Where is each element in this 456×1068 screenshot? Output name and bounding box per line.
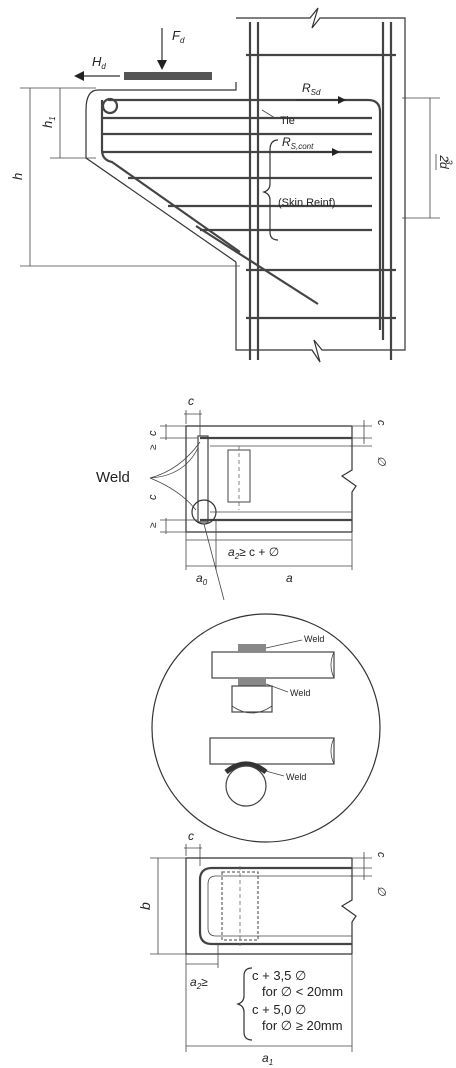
plan-outline [185,425,352,533]
label-phi: ∅ [375,886,387,896]
label-a0: a0 [196,571,208,587]
weld-pointer [261,769,285,777]
force-hd-arrowhead [74,71,84,81]
label-2d: 2d [437,154,451,169]
detail-label-weld: Weld [304,634,324,644]
condition-brace [236,967,253,1041]
loop-bar-inner [207,875,352,937]
label-weld: Weld [96,469,130,486]
column-outline [235,7,406,363]
plan-detail-loop: c c ∅ b a2≥ c + 3,5 ∅ for ∅ < 20mm c + 5… [137,829,387,1067]
weld-bead-top [238,644,266,652]
label-3: 3 [444,159,454,164]
weld-pointer [149,477,197,511]
weld-pointer [149,447,199,479]
label-tie: Tie [280,115,295,127]
label-a2: a2≥ [190,975,208,991]
plan-detail-welded: c c ≥ c ≥ c ∅ Weld a2≥ c + ∅ a0 a Weld W… [96,394,387,843]
bar-cross-section [225,765,267,807]
weld-pointer [265,683,289,693]
label-c-right: c [375,852,387,858]
plan-outline [185,857,352,955]
label-h: h [10,173,25,180]
label-a: a [286,571,293,585]
label-c-right: c [375,420,387,426]
loop-bar-outer [198,866,352,946]
stirrup-leg [100,100,241,253]
weld-pointer [265,639,303,649]
label-a1: a1 [262,1051,273,1067]
detail-bar-vertical [231,685,273,713]
main-tie-bar [108,98,382,330]
label-ge: ≥ [148,444,159,450]
label-h1: h1 [40,116,57,128]
force-fd-arrowhead [157,60,167,70]
tie-pointer [261,109,276,119]
label-a2: a2≥ c + ∅ [228,545,279,561]
label-c: c [147,430,159,436]
detail-leader [203,523,225,601]
bar-break [330,737,335,765]
label-cond-1: c + 3,5 ∅ [252,968,306,983]
label-phi: ∅ [375,456,387,466]
bar-break [330,651,335,679]
rsd-arrowhead [338,96,346,104]
label-c: c [147,494,159,500]
bearing-plate [124,72,212,80]
label-c-top: c [188,394,194,408]
label-c-top: c [188,829,194,843]
anchor-bar [197,435,209,523]
skin-brace [262,139,279,241]
weld-pointer [149,441,201,479]
detail-bar-horizontal [211,651,335,679]
rscont-arrowhead [332,148,340,156]
detail-bar-section [209,737,335,765]
label-hd: Hd [92,54,106,71]
label-cond-4: for ∅ ≥ 20mm [262,1018,343,1033]
label-cond-3: c + 5,0 ∅ [252,1002,306,1017]
bar-break [231,705,273,714]
label-b: b [137,902,153,910]
label-cond-2: for ∅ < 20mm [262,984,343,999]
label-ge: ≥ [148,522,159,528]
break-line [340,426,357,532]
weld-bead-arc [224,761,268,775]
detail-label-weld: Weld [290,688,310,698]
inclined-bar [195,225,319,305]
corbel-outline [85,82,237,263]
label-fd: Fd [172,28,185,45]
detail-enlarged-circle [151,613,381,843]
detail-label-weld: Weld [286,772,306,782]
weld-bead-bottom [238,678,266,686]
label-rscont: RS,cont [282,135,314,151]
label-rsd: RSd [302,81,321,97]
label-skin-reinf: (Skin Reinf) [278,197,335,209]
break-line [340,858,357,954]
corbel-elevation: Fd Hd h1 h RSd Tie RS,cont (Skin Reinf) … [10,7,454,363]
